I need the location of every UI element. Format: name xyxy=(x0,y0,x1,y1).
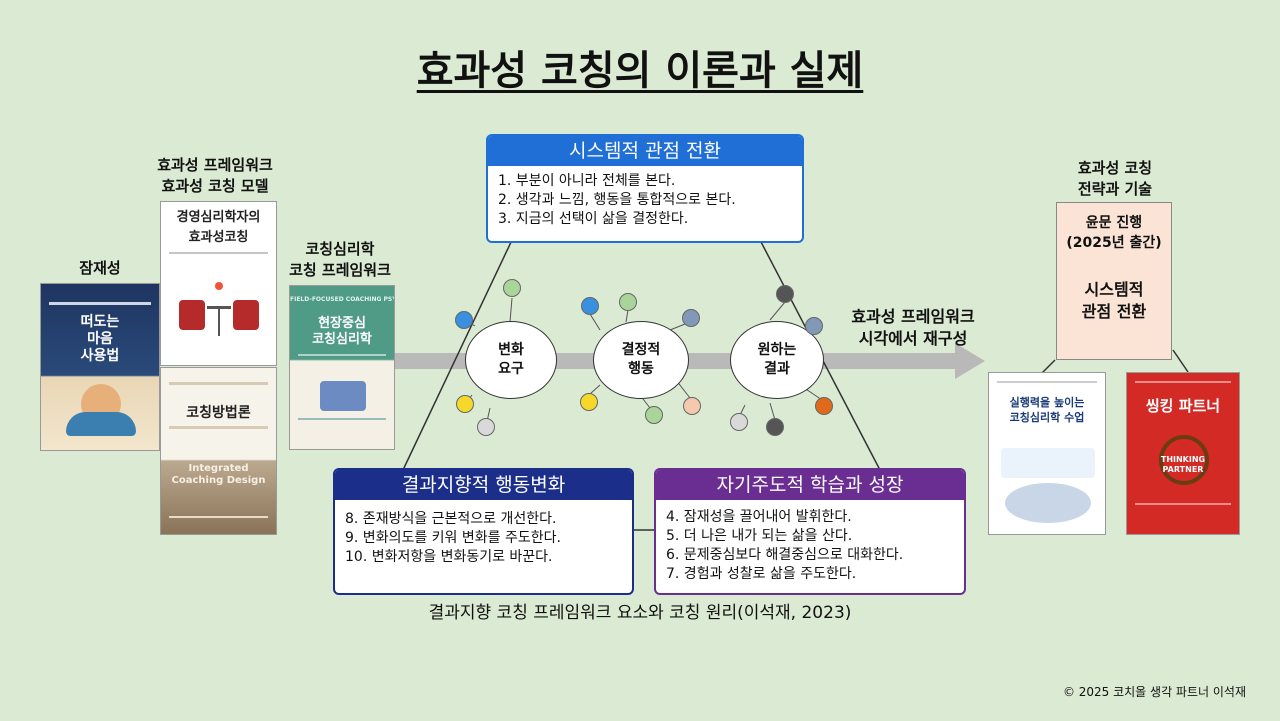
chair-icon xyxy=(233,300,259,330)
copyright: © 2025 코치올 생각 파트너 이석재 xyxy=(1062,685,1246,699)
circle-node-icon xyxy=(580,393,598,411)
circle-node-icon xyxy=(455,311,473,329)
principle-item: 10. 변화저항을 변화동기로 바꾼다. xyxy=(345,549,553,565)
main-arrow-head xyxy=(955,343,985,379)
change-need-node: 변화 요구 xyxy=(465,321,557,399)
page-title: 효과성 코칭의 이론과 실제 xyxy=(416,48,864,94)
principle-item: 9. 변화의도를 키워 변화를 주도한다. xyxy=(345,530,561,546)
circle-node-icon xyxy=(776,285,794,303)
result-oriented-box: 결과지향적 행동변화 8. 존재방식을 근본적으로 개선한다. 9. 변화의도를… xyxy=(333,468,634,595)
reframe-label: 효과성 프레임워크 시각에서 재구성 xyxy=(851,307,975,348)
chair-icon xyxy=(179,300,205,330)
book-cover-coaching-methodology: 코칭방법론 Integrated Coaching Design xyxy=(160,367,277,535)
circle-node-icon xyxy=(682,309,700,327)
book-cover-mind: 떠도는 마음 사용법 xyxy=(40,283,160,451)
circle-node-icon xyxy=(815,397,833,415)
circle-node-icon xyxy=(456,395,474,413)
framework-model-label: 효과성 프레임워크 효과성 코칭 모델 xyxy=(157,156,273,195)
book-cover-field-coaching-psychology: FIELD-FOCUSED COACHING PSYCHOLOGY 현장중심 코… xyxy=(289,285,395,450)
principle-item: 3. 지금의 선택이 삶을 결정한다. xyxy=(498,211,689,227)
latency-label: 잠재성 xyxy=(79,259,121,277)
upcoming-status: 윤문 진행 (2025년 출간) xyxy=(1066,215,1162,251)
systemic-perspective-box: 시스템적 관점 전환 1. 부분이 아니라 전체를 본다. 2. 생각과 느낌,… xyxy=(486,134,804,243)
circle-node-icon xyxy=(503,279,521,297)
upcoming-book-box: 윤문 진행 (2025년 출간) 시스템적 관점 전환 xyxy=(1056,202,1172,360)
circle-node-icon xyxy=(683,397,701,415)
principle-item: 6. 문제중심보다 해결중심으로 대화한다. xyxy=(666,547,904,563)
selfdirected-header: 자기주도적 학습과 성장 xyxy=(656,470,964,500)
self-directed-box: 자기주도적 학습과 성장 4. 잠재성을 끌어내어 발휘한다. 5. 더 나은 … xyxy=(654,468,966,595)
results-header: 결과지향적 행동변화 xyxy=(335,470,632,500)
upcoming-topic: 시스템적 관점 전환 xyxy=(1081,280,1147,321)
desired-result-node: 원하는 결과 xyxy=(730,321,824,399)
principle-item: 2. 생각과 느낌, 행동을 통합적으로 본다. xyxy=(498,192,736,208)
principle-item: 4. 잠재성을 끌어내어 발휘한다. xyxy=(666,509,852,525)
circle-node-icon xyxy=(766,418,784,436)
systemic-header: 시스템적 관점 전환 xyxy=(488,136,802,166)
circle-node-icon xyxy=(730,413,748,431)
traffic-light-icon xyxy=(215,282,223,290)
circle-node-icon xyxy=(619,293,637,311)
principle-item: 8. 존재방식을 근본적으로 개선한다. xyxy=(345,511,557,527)
people-illustration-icon xyxy=(320,381,366,411)
book-cover-execution-coaching: 실행력을 높이는 코칭심리학 수업 xyxy=(988,372,1106,535)
ship-wheel-icon xyxy=(1159,435,1209,485)
book-cover-effectiveness-coaching: 경영심리학자의 효과성코칭 xyxy=(160,201,277,366)
strategy-label: 효과성 코칭 전략과 기술 xyxy=(1077,159,1153,198)
coaching-psychology-label: 코칭심리학 코칭 프레임워크 xyxy=(289,240,391,279)
principle-item: 1. 부분이 아니라 전체를 본다. xyxy=(498,173,676,189)
dish-illustration-icon xyxy=(1005,483,1091,523)
book-cover-thinking-partner: 씽킹 파트너 THINKING PARTNER xyxy=(1126,372,1240,535)
principle-item: 5. 더 나은 내가 되는 삶을 산다. xyxy=(666,528,853,544)
principle-item: 7. 경험과 성찰로 삶을 주도한다. xyxy=(666,566,857,582)
circle-node-icon xyxy=(581,297,599,315)
circle-node-icon xyxy=(645,406,663,424)
decisive-action-node: 결정적 행동 xyxy=(593,321,689,399)
circle-node-icon xyxy=(477,418,495,436)
caption: 결과지향 코칭 프레임워크 요소와 코칭 원리(이석재, 2023) xyxy=(428,603,852,623)
circle-node-icon xyxy=(805,317,823,335)
